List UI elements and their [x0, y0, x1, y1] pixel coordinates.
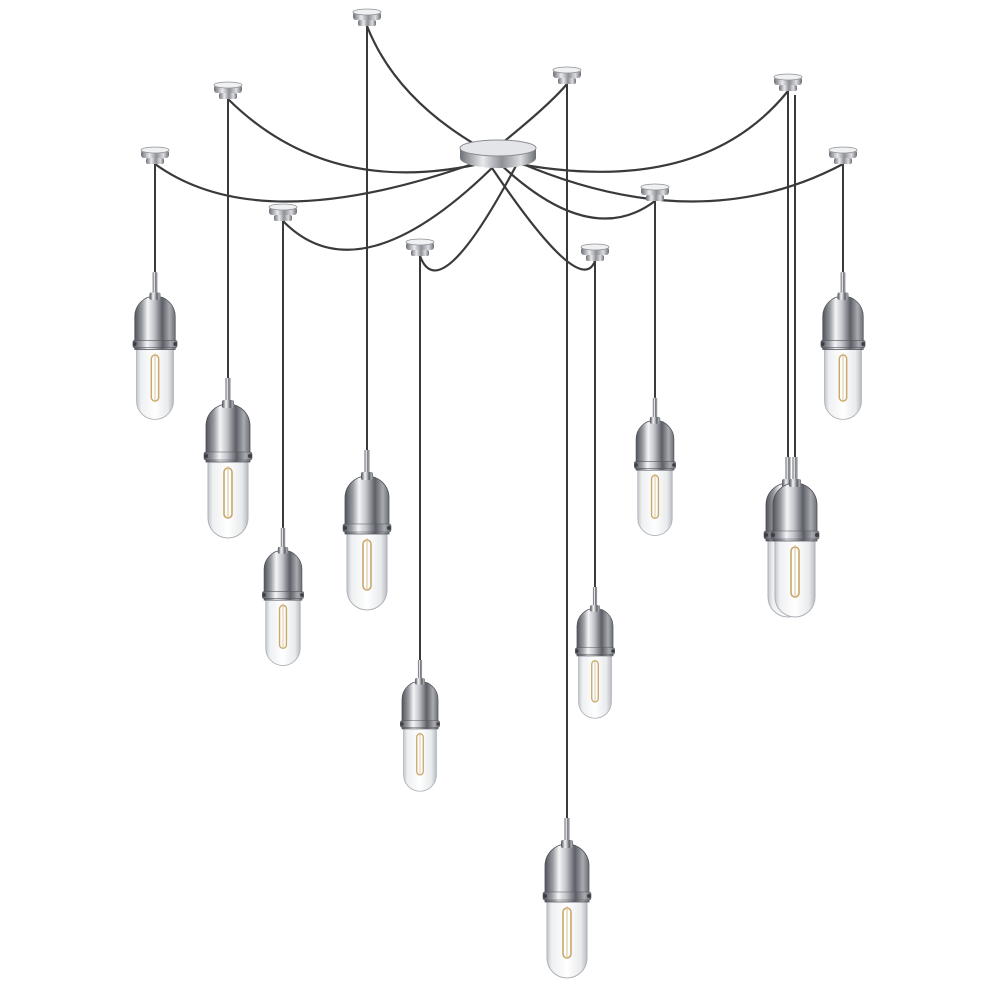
swag-hook: [405, 238, 435, 256]
ceiling-hooks: [140, 8, 858, 261]
swag-hook: [580, 243, 610, 261]
swag-cord: [497, 161, 656, 220]
swag-cord: [154, 160, 479, 203]
swag-hook: [640, 183, 670, 201]
pendant-light: [575, 587, 615, 719]
canopy-top: [459, 139, 537, 157]
pendant-light: [342, 450, 392, 611]
pendant-light: [262, 527, 304, 666]
swag-cord: [227, 98, 489, 174]
swag-hook: [828, 146, 858, 164]
swag-hook: [352, 8, 382, 26]
swag-hook: [773, 73, 803, 91]
canopy: [459, 139, 537, 168]
pendant-light: [770, 457, 820, 618]
pendants: [132, 272, 866, 979]
swag-cord: [507, 90, 789, 173]
pendant-light: [542, 818, 592, 979]
pendant-light: [400, 660, 440, 792]
swag-cord: [517, 160, 844, 203]
swag-hook: [268, 203, 298, 221]
swag-cord: [487, 161, 597, 271]
swag-hook: [140, 146, 170, 164]
pendant-light: [132, 272, 178, 420]
swag-hook: [552, 66, 582, 84]
swag-cord: [418, 161, 519, 272]
swag-cord: [282, 161, 499, 251]
pendant-light: [203, 378, 253, 539]
swag-hook: [213, 81, 243, 99]
pendant-light: [820, 272, 866, 420]
pendant-light: [634, 397, 676, 536]
drop-cords: [154, 26, 844, 818]
